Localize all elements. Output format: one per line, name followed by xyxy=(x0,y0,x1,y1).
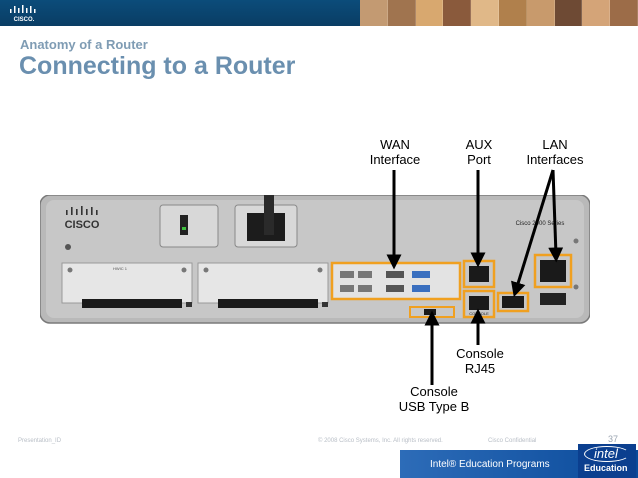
intel-logo-word: intel xyxy=(594,446,618,461)
console-rj45-callout-line1: Console xyxy=(456,346,504,361)
wan-serial-port xyxy=(412,285,430,292)
wan-port xyxy=(358,285,372,292)
wan-port xyxy=(340,285,354,292)
intel-programs-text: Intel® Education Programs xyxy=(430,459,550,470)
photo-face xyxy=(471,0,499,26)
usb-port xyxy=(540,293,566,305)
wan-serial-port xyxy=(412,271,430,278)
photo-face xyxy=(415,0,444,26)
power-switch xyxy=(180,215,188,235)
footer-copyright: © 2008 Cisco Systems, Inc. All rights re… xyxy=(318,438,443,444)
aux-port xyxy=(469,266,489,282)
hwic-slot-1 xyxy=(61,262,193,304)
header-bar: CISCO. xyxy=(0,0,638,26)
wan-callout: WAN Interface xyxy=(360,137,430,167)
footer-presentation-id: Presentation_ID xyxy=(18,438,62,444)
wan-callout-line2: Interface xyxy=(369,152,421,167)
cf-slot-0 xyxy=(82,299,182,308)
photo-face xyxy=(610,0,638,26)
photo-face xyxy=(582,0,611,26)
lan-callout-line2: Interfaces xyxy=(526,152,584,167)
intel-logo-education: Education xyxy=(584,463,628,473)
console-usb-callout-line2: USB Type B xyxy=(398,399,470,414)
photo-face xyxy=(526,0,555,26)
wan-serial-port xyxy=(386,271,404,278)
svg-text:Cisco 2900 Series: Cisco 2900 Series xyxy=(516,221,565,227)
intel-education-logo: intel Education xyxy=(578,444,636,478)
wan-callout-line1: WAN xyxy=(380,137,410,152)
wan-port xyxy=(358,271,372,278)
cf-slot-1 xyxy=(218,299,318,308)
aux-callout-line1: AUX xyxy=(465,137,493,152)
intel-swoosh-icon xyxy=(584,446,630,462)
svg-text:CISCO.: CISCO. xyxy=(14,17,35,23)
hwic-slot-2 xyxy=(197,262,329,304)
console-usb-callout: Console USB Type B xyxy=(390,384,478,414)
slide-subtitle: Anatomy of a Router xyxy=(20,37,148,52)
wan-port xyxy=(340,271,354,278)
photo-face xyxy=(554,0,583,26)
cisco-logo: CISCO. xyxy=(6,3,42,23)
svg-text:HWIC 1: HWIC 1 xyxy=(113,266,128,271)
console-usb-callout-line1: Console xyxy=(410,384,458,399)
console-rj45-callout: Console RJ45 xyxy=(448,346,512,376)
router-screw xyxy=(65,244,71,250)
footer-confidential: Cisco Confidential xyxy=(488,438,537,444)
lan-port-0 xyxy=(502,296,524,308)
console-rj45-callout-line2: RJ45 xyxy=(464,361,496,376)
photo-face xyxy=(387,0,416,26)
intel-footer-bar: Intel® Education Programs intel Educatio… xyxy=(400,444,638,478)
aux-callout: AUX Port xyxy=(452,137,506,167)
lan-port-1 xyxy=(540,260,566,282)
photo-face xyxy=(360,0,388,26)
page-number: 37 xyxy=(608,434,619,444)
people-photo-strip xyxy=(360,0,638,26)
slide-title: Connecting to a Router xyxy=(19,52,296,80)
aux-callout-line2: Port xyxy=(467,152,491,167)
lan-arrow-right xyxy=(548,169,564,263)
lan-callout-line1: LAN xyxy=(542,137,568,152)
power-led xyxy=(182,227,186,230)
router-cisco-logo: CISCO xyxy=(65,206,100,231)
wan-serial-port xyxy=(386,285,404,292)
lan-callout: LAN Interfaces xyxy=(520,137,590,167)
power-switch-panel xyxy=(159,204,219,248)
power-cable xyxy=(264,195,274,235)
router-back-panel: CISCO HWIC 1 xyxy=(40,195,590,325)
console-rj45-port xyxy=(469,296,489,310)
svg-text:CISCO: CISCO xyxy=(65,219,100,231)
photo-face xyxy=(498,0,527,26)
lan-arrow-left xyxy=(511,169,555,298)
photo-face xyxy=(443,0,472,26)
